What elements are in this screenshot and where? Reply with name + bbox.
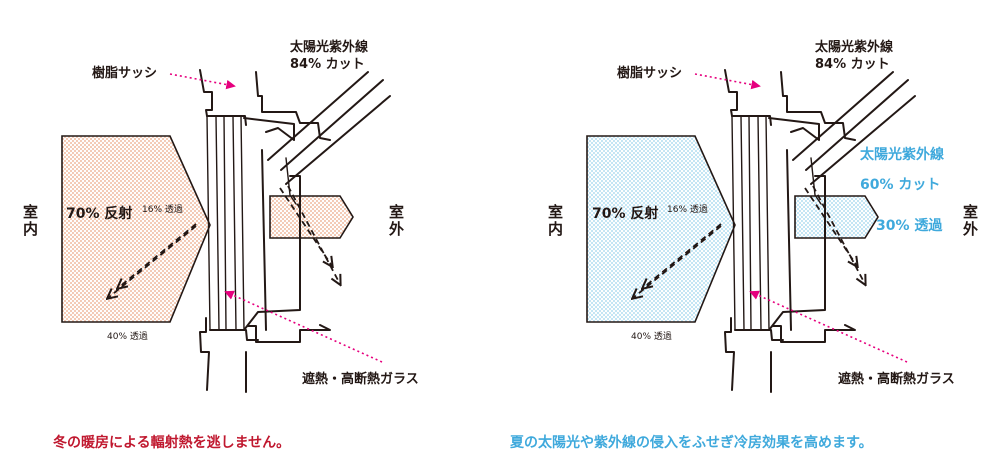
right-reflect-label: 70% 反射: [592, 206, 659, 222]
left-window-sill: [206, 115, 259, 341]
right-trans30-label: 30% 透過: [876, 218, 943, 234]
right-sash-outline: [768, 117, 826, 331]
left-outdoor-label: 室外: [387, 204, 405, 238]
right-indoor-label: 室内: [546, 204, 564, 238]
left-indoor-area: [61, 135, 211, 323]
left-window-frame: [206, 115, 245, 331]
left-outdoor-area: [269, 195, 354, 239]
right-uv-label-2: 84% カット: [815, 57, 890, 72]
right-uv-label-1: 太陽光紫外線: [815, 40, 894, 55]
right-caption: 夏の太陽光や紫外線の侵入をふせぎ冷房効果を高めます。: [510, 435, 873, 451]
left-arrow-outside-1: [279, 187, 332, 266]
left-caption: 冬の暖房による輻射熱を逃しません。: [53, 435, 291, 451]
left-sash-pointer: [169, 73, 236, 90]
right-glass-pointer: [749, 290, 908, 363]
left-sash-label: 樹脂サッシ: [92, 66, 158, 81]
right-trans16-label: 16% 透過: [667, 205, 708, 215]
right-glass-label: 遮熱・高断熱ガラス: [838, 372, 955, 387]
left-wall-right-top: [255, 71, 331, 141]
left-beam-drop: [285, 157, 297, 205]
right-trans40-label: 40% 透過: [631, 332, 672, 342]
right-wall-right-bottom: [770, 324, 856, 393]
right-outdoor-label: 室外: [961, 204, 979, 238]
right-window-sill: [731, 115, 784, 341]
left-arrow-40b: [118, 223, 197, 288]
left-sash-outline: [243, 117, 301, 331]
right-panel: [586, 69, 916, 393]
left-reflect-label: 70% 反射: [66, 206, 133, 222]
right-wall-right-top: [780, 71, 856, 141]
right-arrow-outside-2: [812, 185, 865, 284]
left-panel: [61, 69, 391, 393]
right-sunlight-beam: [792, 71, 916, 185]
left-arrow-outside-2: [287, 185, 340, 284]
left-trans16-label: 16% 透過: [142, 205, 183, 215]
right-sash-pointer: [694, 73, 761, 90]
right-beam-drop: [810, 157, 822, 205]
left-glass-pointer: [224, 290, 383, 363]
left-glass-label: 遮熱・高断熱ガラス: [302, 372, 419, 387]
right-sash-label: 樹脂サッシ: [617, 66, 683, 81]
left-sunlight-beam: [267, 71, 391, 185]
left-trans40-label: 40% 透過: [107, 332, 148, 342]
right-uv-blue-label-2: 60% カット: [860, 177, 941, 193]
right-window-frame: [731, 115, 770, 331]
right-arrow-40b: [643, 223, 722, 288]
right-arrow-outside-1: [804, 187, 857, 266]
left-uv-label-2: 84% カット: [290, 57, 365, 72]
right-indoor-area: [586, 135, 736, 323]
left-wall-right-bottom: [245, 324, 331, 393]
right-uv-blue-label-1: 太陽光紫外線: [860, 147, 944, 163]
right-outdoor-area: [794, 195, 879, 239]
left-uv-label-1: 太陽光紫外線: [290, 40, 369, 55]
left-indoor-label: 室内: [21, 204, 39, 238]
